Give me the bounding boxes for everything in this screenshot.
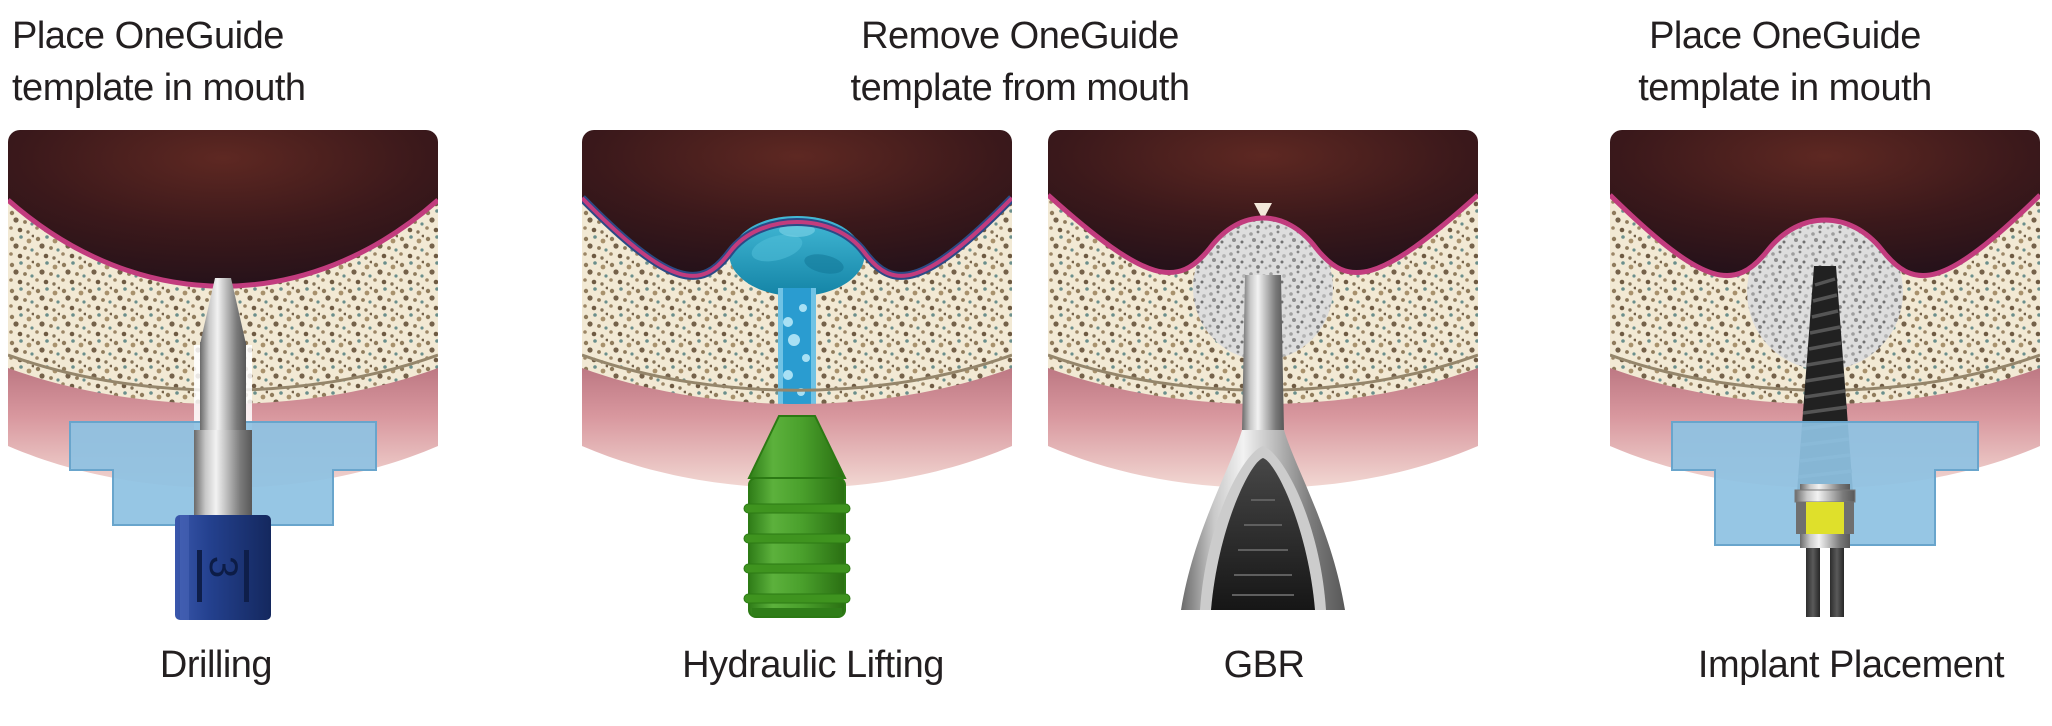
hydraulic-fluid — [729, 216, 865, 436]
implant-driver — [1794, 484, 1856, 617]
driver-yellow-band — [1806, 502, 1844, 534]
sinus-membrane — [1610, 193, 2040, 279]
sinus-cavity — [582, 130, 1012, 276]
hydraulic-lifting-illustration — [582, 130, 1012, 618]
header-line: template from mouth — [850, 67, 1190, 109]
panel-label-drilling: Drilling — [159, 644, 273, 686]
header-line: template in mouth — [12, 67, 306, 109]
sinus-cavity — [8, 130, 438, 287]
gbr-illustration — [1048, 130, 1478, 610]
membrane-notch — [1254, 203, 1272, 220]
panel-label-hydraulic-lifting: Hydraulic Lifting — [682, 644, 944, 686]
sinus-cavity — [1048, 130, 1478, 273]
panel-label-gbr: GBR — [1223, 644, 1305, 686]
surgical-guide — [1671, 421, 1979, 546]
header-line: Remove OneGuide — [861, 15, 1179, 57]
sinus-cavity — [1610, 130, 2040, 276]
drill-stop: 3 — [175, 515, 271, 620]
lifting-instrument — [743, 415, 851, 618]
graft-carrier — [1181, 275, 1345, 610]
step-header-place-template-1: Place OneGuide template in mouth — [12, 10, 306, 114]
step-header-place-template-2: Place OneGuide template in mouth — [1638, 10, 1932, 114]
header-line: template in mouth — [1638, 67, 1932, 109]
sinus-membrane — [582, 196, 1012, 278]
step-header-remove-template: Remove OneGuide template from mouth — [851, 10, 1190, 114]
header-line: Place OneGuide — [1649, 15, 1921, 57]
implant-placement-illustration — [1610, 130, 2040, 617]
drill-stop-size-marking: 3 — [201, 556, 245, 578]
drill-bit — [194, 278, 252, 522]
cortical-line — [582, 353, 1012, 392]
header-line: Place OneGuide — [12, 15, 284, 57]
panel-label-implant-placement: Implant Placement — [1697, 644, 2005, 686]
drilling-illustration: 3 — [8, 130, 438, 620]
sinus-membrane — [1048, 193, 1478, 276]
